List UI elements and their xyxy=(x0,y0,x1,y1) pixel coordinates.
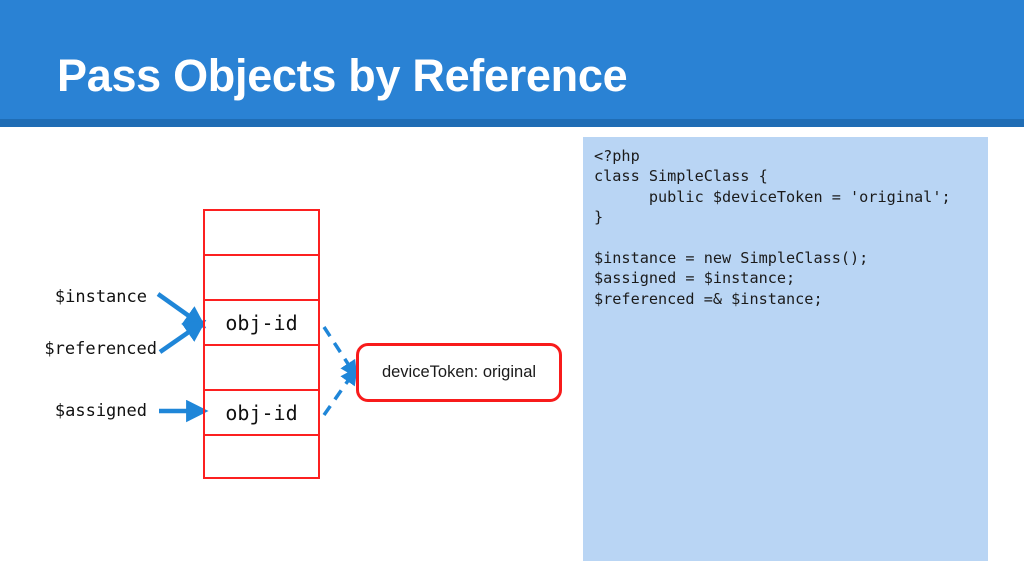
label-assigned: $assigned xyxy=(54,401,147,421)
slide-header-rule xyxy=(0,119,1024,127)
arrow-referenced xyxy=(158,319,207,354)
dashed-link-instance-to-object xyxy=(322,326,358,379)
memory-cell xyxy=(205,346,318,391)
arrow-instance xyxy=(156,292,207,329)
label-instance: $instance xyxy=(54,287,147,307)
memory-reference-diagram: obj-id obj-id $instance $referenced $ass… xyxy=(0,127,583,576)
php-code-block: <?php class SimpleClass { public $device… xyxy=(594,147,951,308)
slide-header-bar xyxy=(0,0,1024,119)
dashed-link-assigned-to-object xyxy=(322,366,358,417)
memory-cell-obj-id-assigned: obj-id xyxy=(205,391,318,436)
page-title: Pass Objects by Reference xyxy=(57,50,628,101)
memory-cell xyxy=(205,211,318,256)
code-panel: <?php class SimpleClass { public $device… xyxy=(583,137,988,561)
label-referenced: $referenced xyxy=(44,339,157,359)
memory-cell-obj-id-instance: obj-id xyxy=(205,301,318,346)
memory-cell xyxy=(205,256,318,301)
memory-table: obj-id obj-id xyxy=(203,209,320,479)
memory-cell xyxy=(205,436,318,481)
object-instance-label: deviceToken: original xyxy=(381,363,537,381)
object-instance-box: deviceToken: original xyxy=(356,343,562,402)
diagram-connectors xyxy=(156,292,358,423)
